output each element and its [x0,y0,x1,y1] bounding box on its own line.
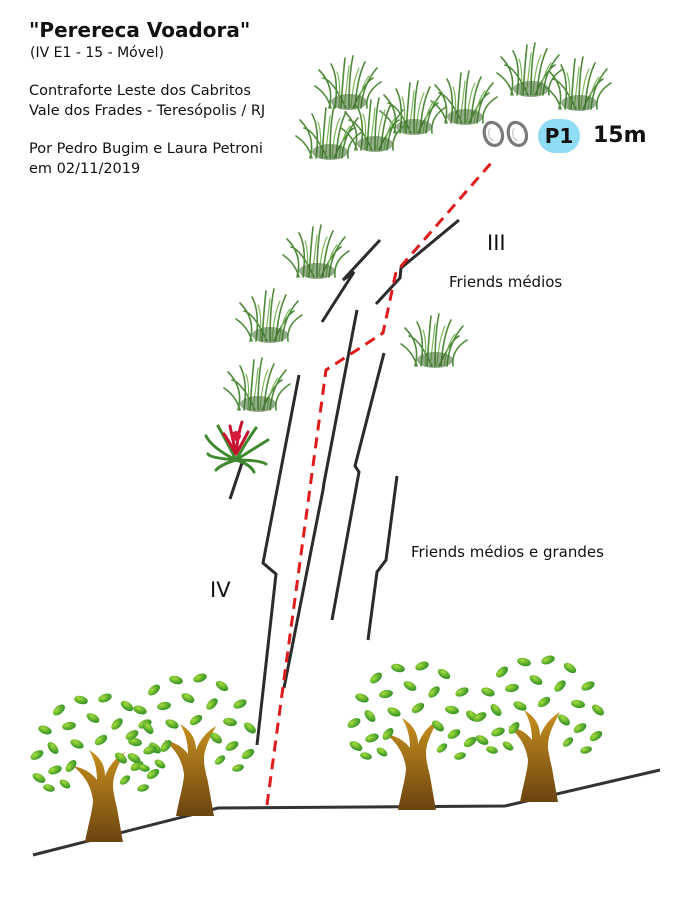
section-grade-lower: IV [210,578,231,602]
grass-tuft-icon [430,70,498,126]
crack-upper-right [374,218,460,306]
grass-tuft-icon [400,313,468,369]
grass-tuft-icon [496,42,564,98]
section-gear-upper: Friends médios [449,273,563,291]
date-line: em 02/11/2019 [29,161,141,177]
crack-center-left [282,309,359,689]
carabiner-icon [506,120,529,147]
crack-left-flake [255,374,301,746]
crack-small [228,462,244,500]
tree-icon [471,653,606,802]
vegetation-grass [223,42,612,413]
section-grade-upper: III [487,231,506,255]
crack-center [330,352,386,621]
tree-icon [345,659,480,810]
location-line-1: Contraforte Leste dos Cabritos [29,83,251,99]
tree-icon [123,671,258,816]
section-gear-lower: Friends médios e grandes [411,543,604,561]
route-line [265,161,494,806]
grass-tuft-icon [223,357,291,413]
grass-tuft-icon [282,224,350,280]
crack-lines [228,218,460,746]
location-line-2: Vale dos Frades - Teresópolis / RJ [29,103,266,119]
route-grade: (IV E1 - 15 - Móvel) [30,45,164,61]
carabiner-icon [482,120,505,147]
grass-tuft-icon [235,288,303,344]
crack-right [366,475,399,641]
grass-tuft-icon [295,105,363,161]
belay-anchors [482,120,529,147]
authors-line: Por Pedro Bugim e Laura Petroni [29,141,263,157]
route-title: "Perereca Voadora" [29,18,251,42]
pitch-length: 15m [593,123,647,148]
belay-badge: P1 [538,119,580,153]
crack-upper-left [320,238,382,323]
bromeliad-icon [204,420,270,474]
ground-line [32,768,661,857]
